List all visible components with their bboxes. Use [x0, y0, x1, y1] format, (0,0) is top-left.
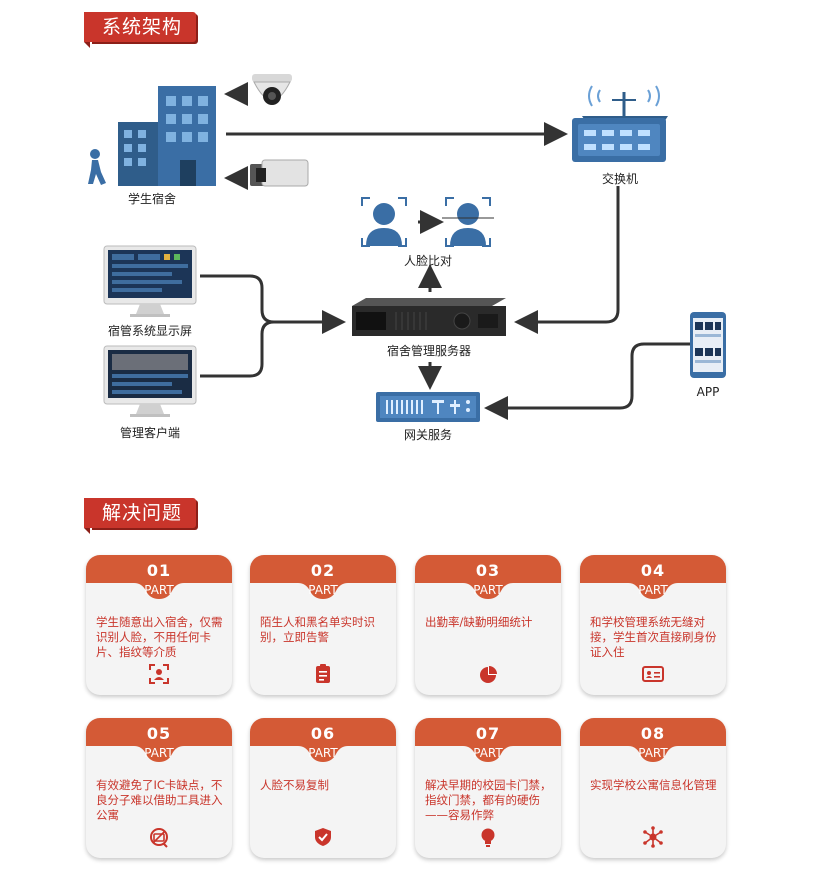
card-part-label: PART	[308, 583, 338, 597]
card-number: 07	[475, 724, 501, 743]
card-header-shape	[580, 555, 726, 599]
card-description: 人脸不易复制	[260, 778, 329, 792]
architecture-diagram	[88, 74, 726, 422]
section-tag-problems: 解决问题	[84, 498, 197, 534]
face-scan-icon	[148, 663, 170, 685]
section-title-problems: 解决问题	[90, 498, 197, 528]
label-server: 宿舍管理服务器	[386, 344, 471, 358]
card-part-label: PART	[473, 583, 503, 597]
card-header-shape	[86, 555, 232, 599]
card-number: 05	[146, 724, 172, 743]
walking-person-icon	[88, 149, 106, 185]
network-icon	[642, 826, 664, 848]
card-header-shape	[415, 718, 561, 762]
card-part-label: PART	[638, 583, 668, 597]
card-description: 陌生人和黑名单实时识别，立即告警	[260, 615, 375, 644]
line-client-to-server	[200, 320, 275, 378]
card-description: 和学校管理系统无缝对接，学生首次直接刷身份证入住	[590, 615, 717, 659]
card-number: 01	[146, 561, 172, 580]
label-dorm-display: 宿管系统显示屏	[107, 324, 192, 338]
card-header-shape	[580, 718, 726, 762]
dome-camera-icon	[252, 74, 292, 105]
line-app-to-gateway	[484, 342, 690, 420]
card-description: 出勤率/缺勤明细统计	[425, 615, 533, 629]
face-right-icon	[442, 197, 494, 247]
dormitory-building-icon	[118, 86, 216, 186]
box-camera-icon	[250, 159, 309, 187]
lightbulb-icon	[477, 826, 499, 848]
card-part-label: PART	[144, 746, 174, 760]
line-switch-to-server	[514, 186, 620, 334]
card-header-shape	[250, 718, 396, 762]
card-description: 有效避免了IC卡缺点，不良分子难以借助工具进入公寓	[96, 778, 223, 822]
card-number: 06	[310, 724, 336, 743]
id-card-icon	[642, 663, 664, 685]
card-number: 04	[640, 561, 666, 580]
card-header-shape	[86, 718, 232, 762]
card-part-label: PART	[473, 746, 503, 760]
gateway-device-icon	[376, 392, 480, 422]
card-header-shape	[250, 555, 396, 599]
server-icon	[352, 298, 506, 336]
label-app: APP	[696, 385, 720, 399]
label-face-compare: 人脸比对	[403, 254, 452, 268]
face-left-icon	[361, 197, 407, 247]
card-part-label: PART	[308, 746, 338, 760]
section-tag-architecture: 系统架构	[84, 12, 197, 48]
card-part-label: PART	[638, 746, 668, 760]
card-off-icon	[148, 826, 170, 848]
label-client: 管理客户端	[119, 426, 180, 440]
card-header-shape	[415, 555, 561, 599]
mobile-app-phone-icon	[690, 312, 726, 378]
management-client-monitor-icon	[103, 345, 197, 417]
label-gateway: 网关服务	[403, 428, 452, 442]
card-number: 02	[310, 561, 336, 580]
line-display-to-server	[200, 274, 346, 334]
clipboard-icon	[312, 663, 334, 685]
card-number: 03	[475, 561, 501, 580]
card-description: 解决早期的校园卡门禁，指纹门禁，都有的硬伤——容易作弊	[425, 778, 552, 822]
section-title-architecture: 系统架构	[90, 12, 197, 42]
card-number: 08	[640, 724, 666, 743]
label-dormitory: 学生宿舍	[127, 192, 176, 206]
dorm-display-monitor-icon	[103, 245, 197, 317]
card-description: 实现学校公寓信息化管理	[590, 778, 717, 792]
connection-lines	[200, 82, 690, 420]
card-description: 学生随意出入宿舍，仅需识别人脸，不用任何卡片、指纹等介质	[96, 615, 223, 659]
card-part-label: PART	[144, 583, 174, 597]
label-switch: 交换机	[601, 172, 638, 186]
network-switch-icon	[572, 85, 668, 162]
pie-chart-icon	[477, 663, 499, 685]
shield-check-icon	[312, 826, 334, 848]
